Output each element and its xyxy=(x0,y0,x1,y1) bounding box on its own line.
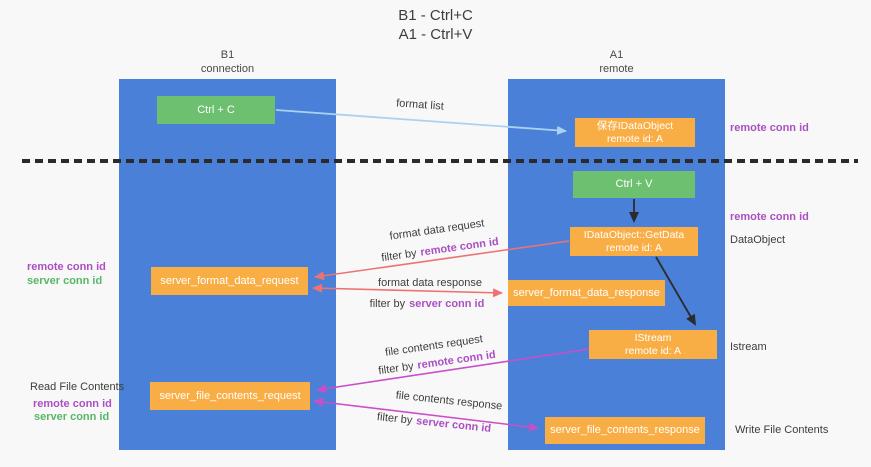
node-istream-line2: remote id: A xyxy=(624,344,682,357)
annotation-write-file-contents: Write File Contents xyxy=(735,424,829,436)
server-conn-id-text: server conn id xyxy=(409,298,485,310)
arrow-getdata-to-istream xyxy=(655,256,697,326)
node-server-format-data-request-label: server_format_data_request xyxy=(160,274,299,287)
node-server-file-contents-request[interactable]: server_file_contents_request xyxy=(150,382,310,410)
filter-by-text: filter by xyxy=(369,298,406,310)
annotation-server-conn-id-left-2: server conn id xyxy=(34,411,110,423)
diagram-title: B1 - Ctrl+C A1 - Ctrl+V xyxy=(0,6,871,44)
title-line-2: A1 - Ctrl+V xyxy=(398,26,473,43)
dashed-divider xyxy=(22,159,858,163)
node-getdata-line2: remote id: A xyxy=(605,241,663,254)
lane-a1-subtitle: remote xyxy=(599,63,634,75)
annotation-remote-conn-id-left-1: remote conn id xyxy=(27,261,106,273)
annotation-dataobject: DataObject xyxy=(730,234,786,246)
arrow-format-data-request xyxy=(314,240,570,281)
node-idataobject-getdata[interactable]: IDataObject::GetData remote id: A xyxy=(570,227,698,256)
annotation-remote-conn-id-mid: remote conn id xyxy=(730,211,809,223)
node-server-file-contents-request-label: server_file_contents_request xyxy=(159,389,301,402)
node-server-format-data-response-label: server_format_data_response xyxy=(513,286,660,299)
annotation-read-file-contents: Read File Contents xyxy=(30,381,125,393)
title-line-1: B1 - Ctrl+C xyxy=(398,7,473,24)
node-server-file-contents-response-label: server_file_contents_response xyxy=(550,424,700,436)
node-server-file-contents-response[interactable]: server_file_contents_response xyxy=(545,417,705,444)
node-server-format-data-request[interactable]: server_format_data_request xyxy=(151,267,308,295)
annotation-remote-conn-id-top: remote conn id xyxy=(730,122,809,134)
node-save-idataobject-line2: remote id: A xyxy=(606,132,664,145)
node-save-idataobject[interactable]: 保存IDataObject remote id: A xyxy=(575,118,695,147)
arrow-file-contents-response xyxy=(313,397,539,432)
node-istream-line1: IStream xyxy=(634,331,672,344)
annotation-server-conn-id-left-1: server conn id xyxy=(27,275,103,287)
node-ctrl-c-label: Ctrl + C xyxy=(197,103,235,116)
node-istream[interactable]: IStream remote id: A xyxy=(589,330,717,359)
annotation-remote-conn-id-left-2: remote conn id xyxy=(33,398,112,410)
lane-header-b1: B1 connection xyxy=(119,48,336,76)
label-format-data-response: format data response xyxy=(378,277,482,289)
lane-header-a1: A1 remote xyxy=(508,48,725,76)
annotation-istream: Istream xyxy=(730,341,767,353)
node-save-idataobject-line1: 保存IDataObject xyxy=(596,119,674,132)
arrow-format-data-response xyxy=(312,283,503,298)
node-getdata-line1: IDataObject::GetData xyxy=(583,228,685,241)
node-server-format-data-response[interactable]: server_format_data_response xyxy=(508,280,665,306)
lane-b1-title: B1 xyxy=(220,49,235,61)
arrow-file-contents-request xyxy=(316,348,590,394)
node-ctrl-c[interactable]: Ctrl + C xyxy=(157,96,275,124)
node-ctrl-v-label: Ctrl + V xyxy=(615,178,653,190)
lane-b1-subtitle: connection xyxy=(200,63,255,75)
node-ctrl-v[interactable]: Ctrl + V xyxy=(573,171,695,198)
lane-a1-title: A1 xyxy=(609,49,624,61)
arrow-format-list xyxy=(275,109,567,135)
